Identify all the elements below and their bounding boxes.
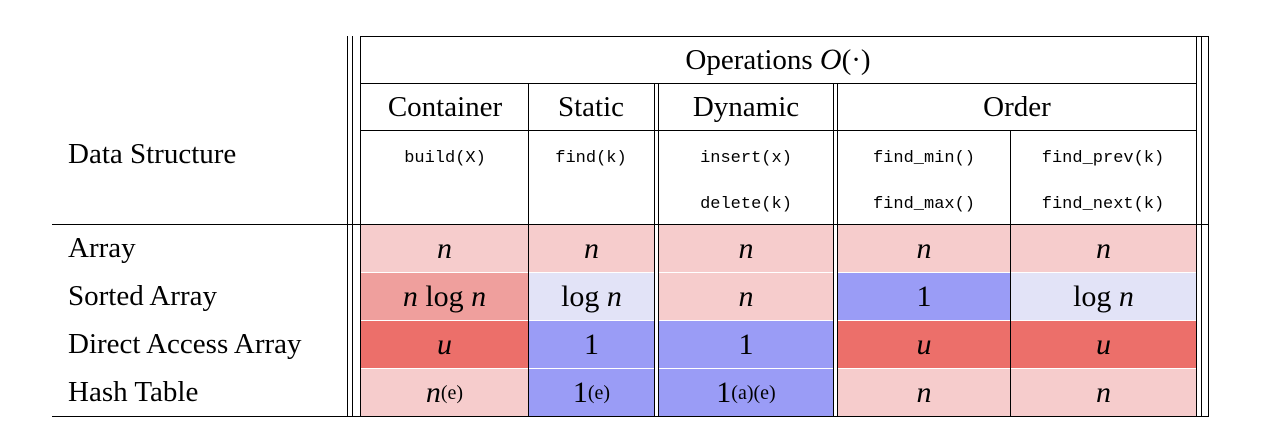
- group-static: Static: [528, 84, 654, 130]
- complexity-cell: 1(e): [529, 369, 654, 416]
- complexity-value: 1: [916, 279, 932, 313]
- complexity-value: 1: [738, 327, 754, 361]
- op-insert: insert(x): [659, 146, 833, 170]
- rule-under-groups: [360, 130, 1196, 131]
- complexity-value: n: [437, 231, 452, 265]
- op-find-label: find(k): [555, 148, 627, 168]
- row-label: Sorted Array: [68, 273, 346, 320]
- op-find-prev-label: find_prev(k): [1041, 148, 1165, 168]
- complexity-value: u: [437, 327, 452, 361]
- rule-top-ops: [360, 36, 1209, 37]
- complexity-value: 1: [716, 375, 732, 409]
- complexity-cell: u: [361, 321, 528, 368]
- op-find-next-label: find_next(k): [1041, 194, 1165, 214]
- op-build: build(X): [362, 146, 528, 170]
- complexity-value: n: [1096, 231, 1111, 265]
- complexity-cell: 1: [659, 321, 833, 368]
- complexity-value: 1: [584, 327, 599, 361]
- complexity-cell: n(e): [361, 369, 528, 416]
- rule-left-double-b: [352, 36, 353, 417]
- complexity-cell: n log n: [361, 273, 528, 320]
- complexity-cell: n: [1011, 369, 1196, 416]
- group-dynamic-label: Dynamic: [692, 90, 800, 123]
- complexity-value: u: [916, 327, 932, 361]
- complexity-value: n: [738, 279, 754, 313]
- complexity-subscript: (e): [587, 381, 611, 404]
- complexity-value: n: [738, 231, 754, 265]
- complexity-value: n: [916, 231, 932, 265]
- complexity-value: n: [916, 375, 932, 409]
- complexity-value: n log n: [402, 279, 487, 313]
- row-label-text: Direct Access Array: [68, 328, 302, 360]
- data-structure-label: Data Structure: [68, 137, 237, 170]
- op-find: find(k): [528, 146, 654, 170]
- operations-label: Operations: [685, 43, 813, 76]
- rule-dynamic-order-a: [833, 84, 834, 417]
- rule-left-double-a: [347, 36, 348, 417]
- group-order: Order: [838, 84, 1196, 130]
- rule-static-dynamic-a: [654, 84, 655, 417]
- complexity-value: log n: [561, 279, 622, 313]
- op-find-min: find_min(): [838, 146, 1010, 170]
- group-dynamic: Dynamic: [659, 84, 833, 130]
- op-find-min-label: find_min(): [872, 148, 976, 168]
- rule-right-double-c: [1208, 36, 1209, 417]
- complexity-cell: n: [838, 369, 1010, 416]
- operations-header: Operations O(·): [360, 38, 1196, 82]
- complexity-value: n: [584, 231, 599, 265]
- complexity-cell: u: [838, 321, 1010, 368]
- data-structure-header: Data Structure: [68, 84, 348, 224]
- op-find-prev: find_prev(k): [1010, 146, 1196, 170]
- complexity-value: n: [1096, 375, 1111, 409]
- complexity-cell: 1(a)(e): [659, 369, 833, 416]
- complexity-cell: n: [659, 225, 833, 272]
- complexity-value: n: [425, 375, 441, 409]
- row-label-text: Hash Table: [68, 376, 199, 408]
- op-delete-label: delete(k): [700, 194, 792, 214]
- rule-left-double-c: [360, 36, 361, 417]
- rule-dynamic-order-b: [837, 84, 838, 417]
- big-o-symbol: O: [819, 43, 842, 76]
- complexity-cell: n: [529, 225, 654, 272]
- rule-right-double-b: [1201, 36, 1202, 417]
- complexity-value: log n: [1073, 279, 1134, 313]
- op-build-label: build(X): [404, 148, 486, 168]
- rule-static-dynamic-b: [658, 84, 659, 417]
- complexity-cell: log n: [1011, 273, 1196, 320]
- rule-under-ops: [360, 83, 1196, 84]
- rule-table-bottom: [52, 416, 1209, 417]
- row-label-text: Array: [68, 232, 136, 264]
- complexity-value: 1: [572, 375, 588, 409]
- op-insert-label: insert(x): [700, 148, 792, 168]
- rule-right-double-a: [1196, 36, 1197, 417]
- complexity-cell: u: [1011, 321, 1196, 368]
- rule-header-bottom: [52, 224, 1209, 225]
- row-label: Direct Access Array: [68, 321, 346, 368]
- group-container-label: Container: [387, 90, 503, 123]
- complexity-cell: n: [659, 273, 833, 320]
- op-find-max: find_max(): [838, 192, 1010, 216]
- op-find-next: find_next(k): [1010, 192, 1196, 216]
- complexity-cell: 1: [529, 321, 654, 368]
- group-order-label: Order: [983, 90, 1051, 123]
- complexity-cell: n: [838, 225, 1010, 272]
- complexity-cell: log n: [529, 273, 654, 320]
- op-delete: delete(k): [659, 192, 833, 216]
- big-o-arg: (·): [841, 43, 871, 76]
- group-container: Container: [362, 84, 528, 130]
- row-label-text: Sorted Array: [68, 280, 217, 312]
- rule-order-split: [1010, 131, 1011, 417]
- row-label: Hash Table: [68, 369, 346, 416]
- group-static-label: Static: [557, 90, 625, 123]
- complexity-cell: 1: [838, 273, 1010, 320]
- complexity-subscript: (a)(e): [731, 381, 776, 404]
- complexity-cell: n: [361, 225, 528, 272]
- complexity-cell: n: [1011, 225, 1196, 272]
- complexity-subscript: (e): [440, 381, 464, 404]
- rule-container-static: [528, 84, 529, 417]
- op-find-max-label: find_max(): [872, 194, 976, 214]
- row-label: Array: [68, 225, 346, 272]
- complexity-value: u: [1096, 327, 1111, 361]
